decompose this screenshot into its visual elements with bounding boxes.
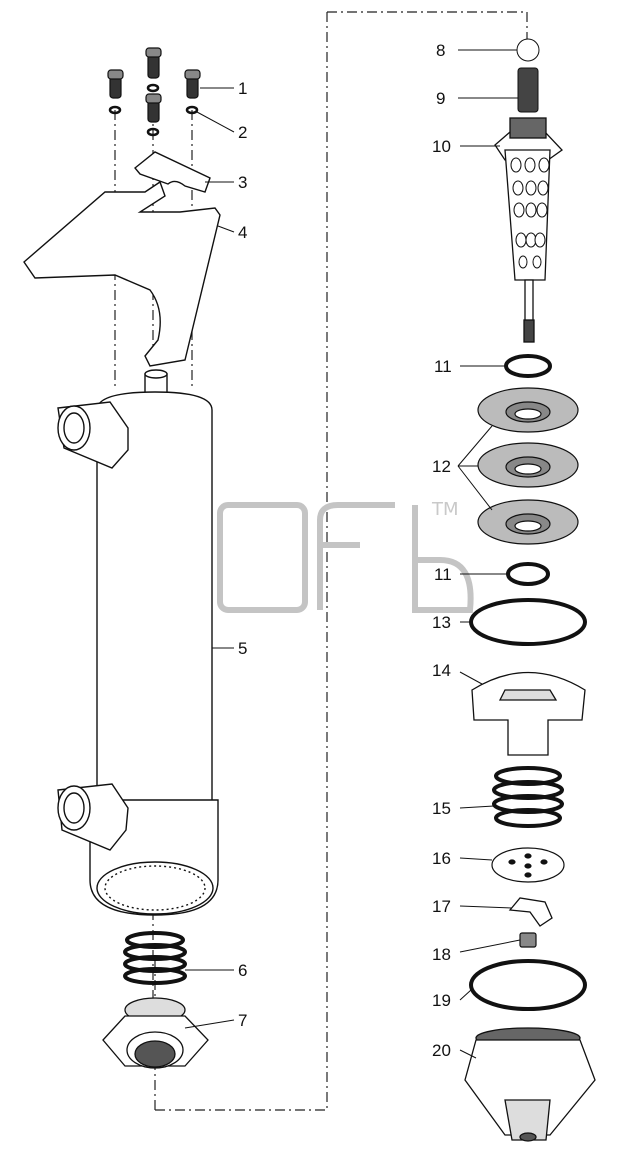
ball-part-8 <box>516 38 540 62</box>
bolt <box>107 69 124 99</box>
ring-part-19 <box>469 959 587 1011</box>
bracket-part-4 <box>23 180 221 367</box>
watermark-trademark: TM <box>431 499 459 520</box>
spring-part-15 <box>492 766 564 828</box>
callout-19: 19 <box>432 991 451 1010</box>
housing-part-5 <box>57 369 219 916</box>
callout-2: 2 <box>238 123 247 142</box>
callout-6: 6 <box>238 961 247 980</box>
base-plate-part-7 <box>102 997 209 1069</box>
callout-10: 10 <box>432 137 451 156</box>
callout-5: 5 <box>238 639 247 658</box>
callout-14: 14 <box>432 661 451 680</box>
cross-piece-part-14 <box>471 671 586 756</box>
callout-11-lower: 11 <box>434 565 452 584</box>
bolts-part-1 <box>107 47 201 123</box>
callout-9: 9 <box>436 89 445 108</box>
nut-part-18 <box>519 932 537 948</box>
callout-18: 18 <box>432 945 451 964</box>
callout-17: 17 <box>432 897 451 916</box>
mounting-plate-part-3 <box>134 151 211 193</box>
washers-part-2 <box>108 83 199 137</box>
strainer-part-10 <box>494 117 563 343</box>
disc-part-16 <box>491 847 565 883</box>
spring-part-6 <box>123 931 187 985</box>
o-ring-part-11-upper <box>504 354 552 378</box>
ring-part-13 <box>469 598 587 646</box>
leader-lines <box>184 49 521 1059</box>
discs-part-12 <box>477 387 579 545</box>
callout-8: 8 <box>436 41 445 60</box>
callout-1: 1 <box>238 79 247 98</box>
callout-11-upper: 11 <box>434 357 452 376</box>
bolt <box>184 69 201 99</box>
threaded-rod-part-9 <box>517 67 539 113</box>
clip-part-17 <box>508 897 553 927</box>
callout-13: 13 <box>432 613 451 632</box>
callout-16: 16 <box>432 849 451 868</box>
callout-20: 20 <box>432 1041 451 1060</box>
callout-7: 7 <box>238 1011 247 1030</box>
callout-12: 12 <box>432 457 451 476</box>
bolt <box>145 47 162 79</box>
o-ring-part-11-lower <box>506 562 550 586</box>
base-part-20 <box>464 1027 596 1142</box>
callout-3: 3 <box>238 173 247 192</box>
callout-4: 4 <box>238 223 247 242</box>
bolt <box>145 93 162 123</box>
callout-15: 15 <box>432 799 451 818</box>
